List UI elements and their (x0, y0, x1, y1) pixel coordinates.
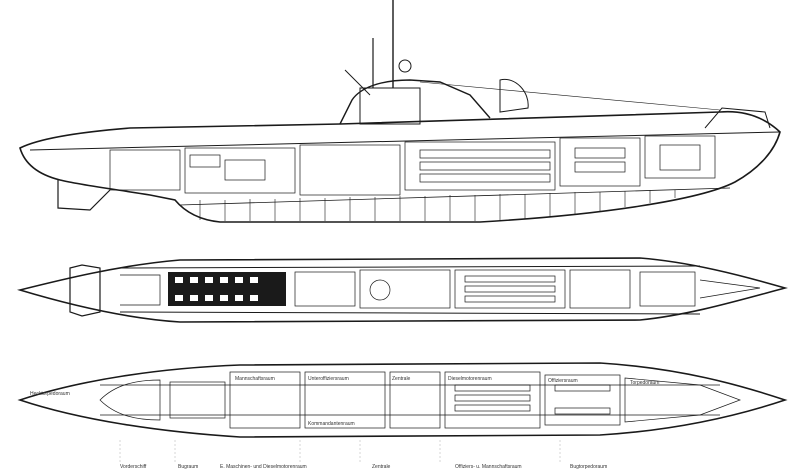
compartment-label: Hecktorpedoraum (30, 391, 70, 397)
compartment-label: Unteroffiziersraum (308, 376, 349, 382)
station-label: Zentrale (372, 464, 391, 470)
compartment-label: Torpedoraum (630, 380, 659, 386)
compartment-label: Mannschaftsraum (235, 376, 275, 382)
station-label: Bugraum (178, 464, 198, 470)
station-label: Bugtorpedoraum (570, 464, 607, 470)
station-label: E. Maschinen- und Dieselmotorenraum (220, 464, 307, 470)
side-profile-view (19, 0, 781, 223)
station-label: Vorderschiff (120, 464, 147, 470)
lower-deck-plan-view: Mannschaftsraum Unteroffiziersraum Komma… (17, 362, 788, 462)
compartment-label: Dieselmotorenraum (448, 376, 492, 382)
station-label: Offiziers- u. Mannschaftsraum (455, 464, 522, 470)
compartment-label: Zentrale (392, 376, 411, 382)
bottom-station-labels: Vorderschiff Bugraum E. Maschinen- und D… (120, 464, 607, 470)
compartment-label: Offiziersraum (548, 378, 578, 384)
compartment-label: Kommandantenraum (308, 421, 355, 427)
deck-plan-view (16, 257, 788, 323)
